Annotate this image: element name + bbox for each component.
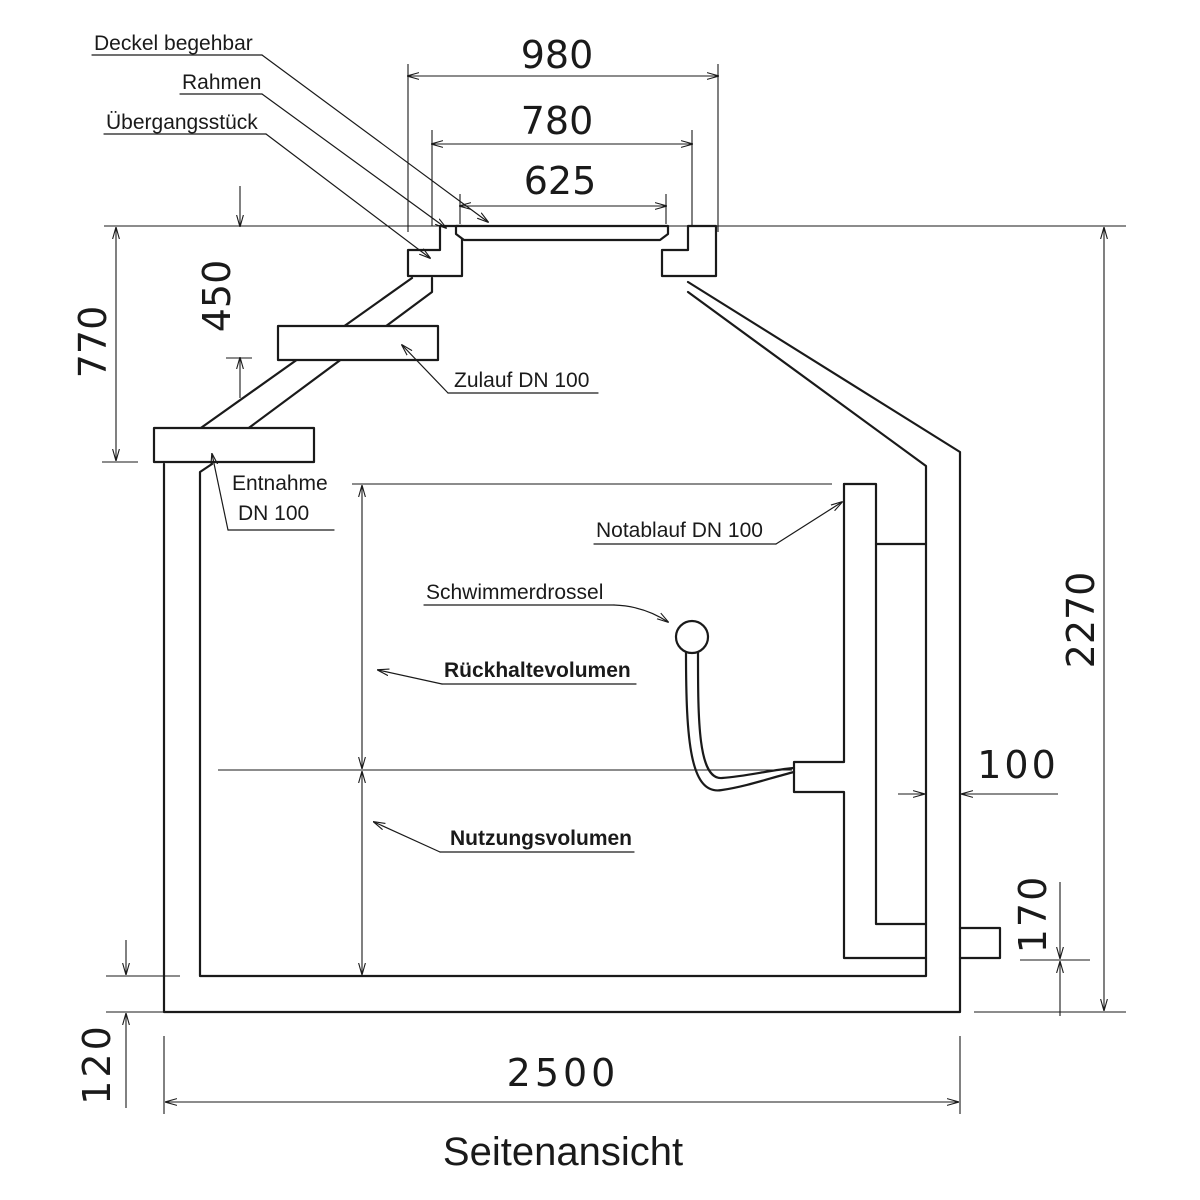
label-rueckhalt: Rückhaltevolumen bbox=[444, 659, 631, 682]
label-deckel: Deckel begehbar bbox=[94, 32, 253, 55]
label-rahmen: Rahmen bbox=[182, 71, 261, 94]
manhole-assembly bbox=[406, 224, 718, 278]
pipes bbox=[152, 324, 1002, 960]
label-entnahme-2: DN 100 bbox=[238, 502, 309, 525]
label-notablauf: Notablauf DN 100 bbox=[596, 519, 763, 542]
label-uebergang: Übergangsstück bbox=[106, 111, 258, 134]
dim-2270: 2270 bbox=[1059, 572, 1103, 669]
dimension-lines bbox=[102, 64, 1104, 1114]
label-zulauf: Zulauf DN 100 bbox=[454, 369, 589, 392]
transition-piece-left bbox=[406, 224, 464, 278]
overflow-riser bbox=[842, 482, 928, 926]
dim-450: 450 bbox=[195, 260, 239, 333]
cover bbox=[454, 224, 670, 242]
transition-piece-right bbox=[660, 224, 718, 278]
inlet-pipe bbox=[276, 324, 440, 362]
dim-780: 780 bbox=[521, 99, 594, 143]
outlet-stub bbox=[958, 926, 1002, 960]
dim-980: 980 bbox=[521, 33, 594, 77]
dimension-values: 980 780 625 450 770 2270 100 170 120 250… bbox=[71, 33, 1103, 1105]
dim-625: 625 bbox=[524, 159, 597, 203]
dim-120: 120 bbox=[75, 1023, 119, 1105]
label-nutzung: Nutzungsvolumen bbox=[450, 827, 632, 850]
leader-lines bbox=[91, 54, 842, 853]
label-entnahme-1: Entnahme bbox=[232, 472, 328, 495]
labels: Deckel begehbar Rahmen Übergangsstück Zu… bbox=[94, 32, 763, 850]
dim-2500: 2500 bbox=[507, 1051, 620, 1095]
float-throttle bbox=[674, 619, 796, 792]
dim-100: 100 bbox=[977, 743, 1059, 787]
dim-770: 770 bbox=[71, 306, 115, 379]
label-schwimmer: Schwimmerdrossel bbox=[426, 581, 603, 604]
drawing-title: Seitenansicht bbox=[443, 1130, 683, 1174]
reference-lines bbox=[104, 225, 1126, 1013]
extraction-pipe bbox=[152, 426, 316, 464]
dim-170: 170 bbox=[1011, 875, 1055, 954]
